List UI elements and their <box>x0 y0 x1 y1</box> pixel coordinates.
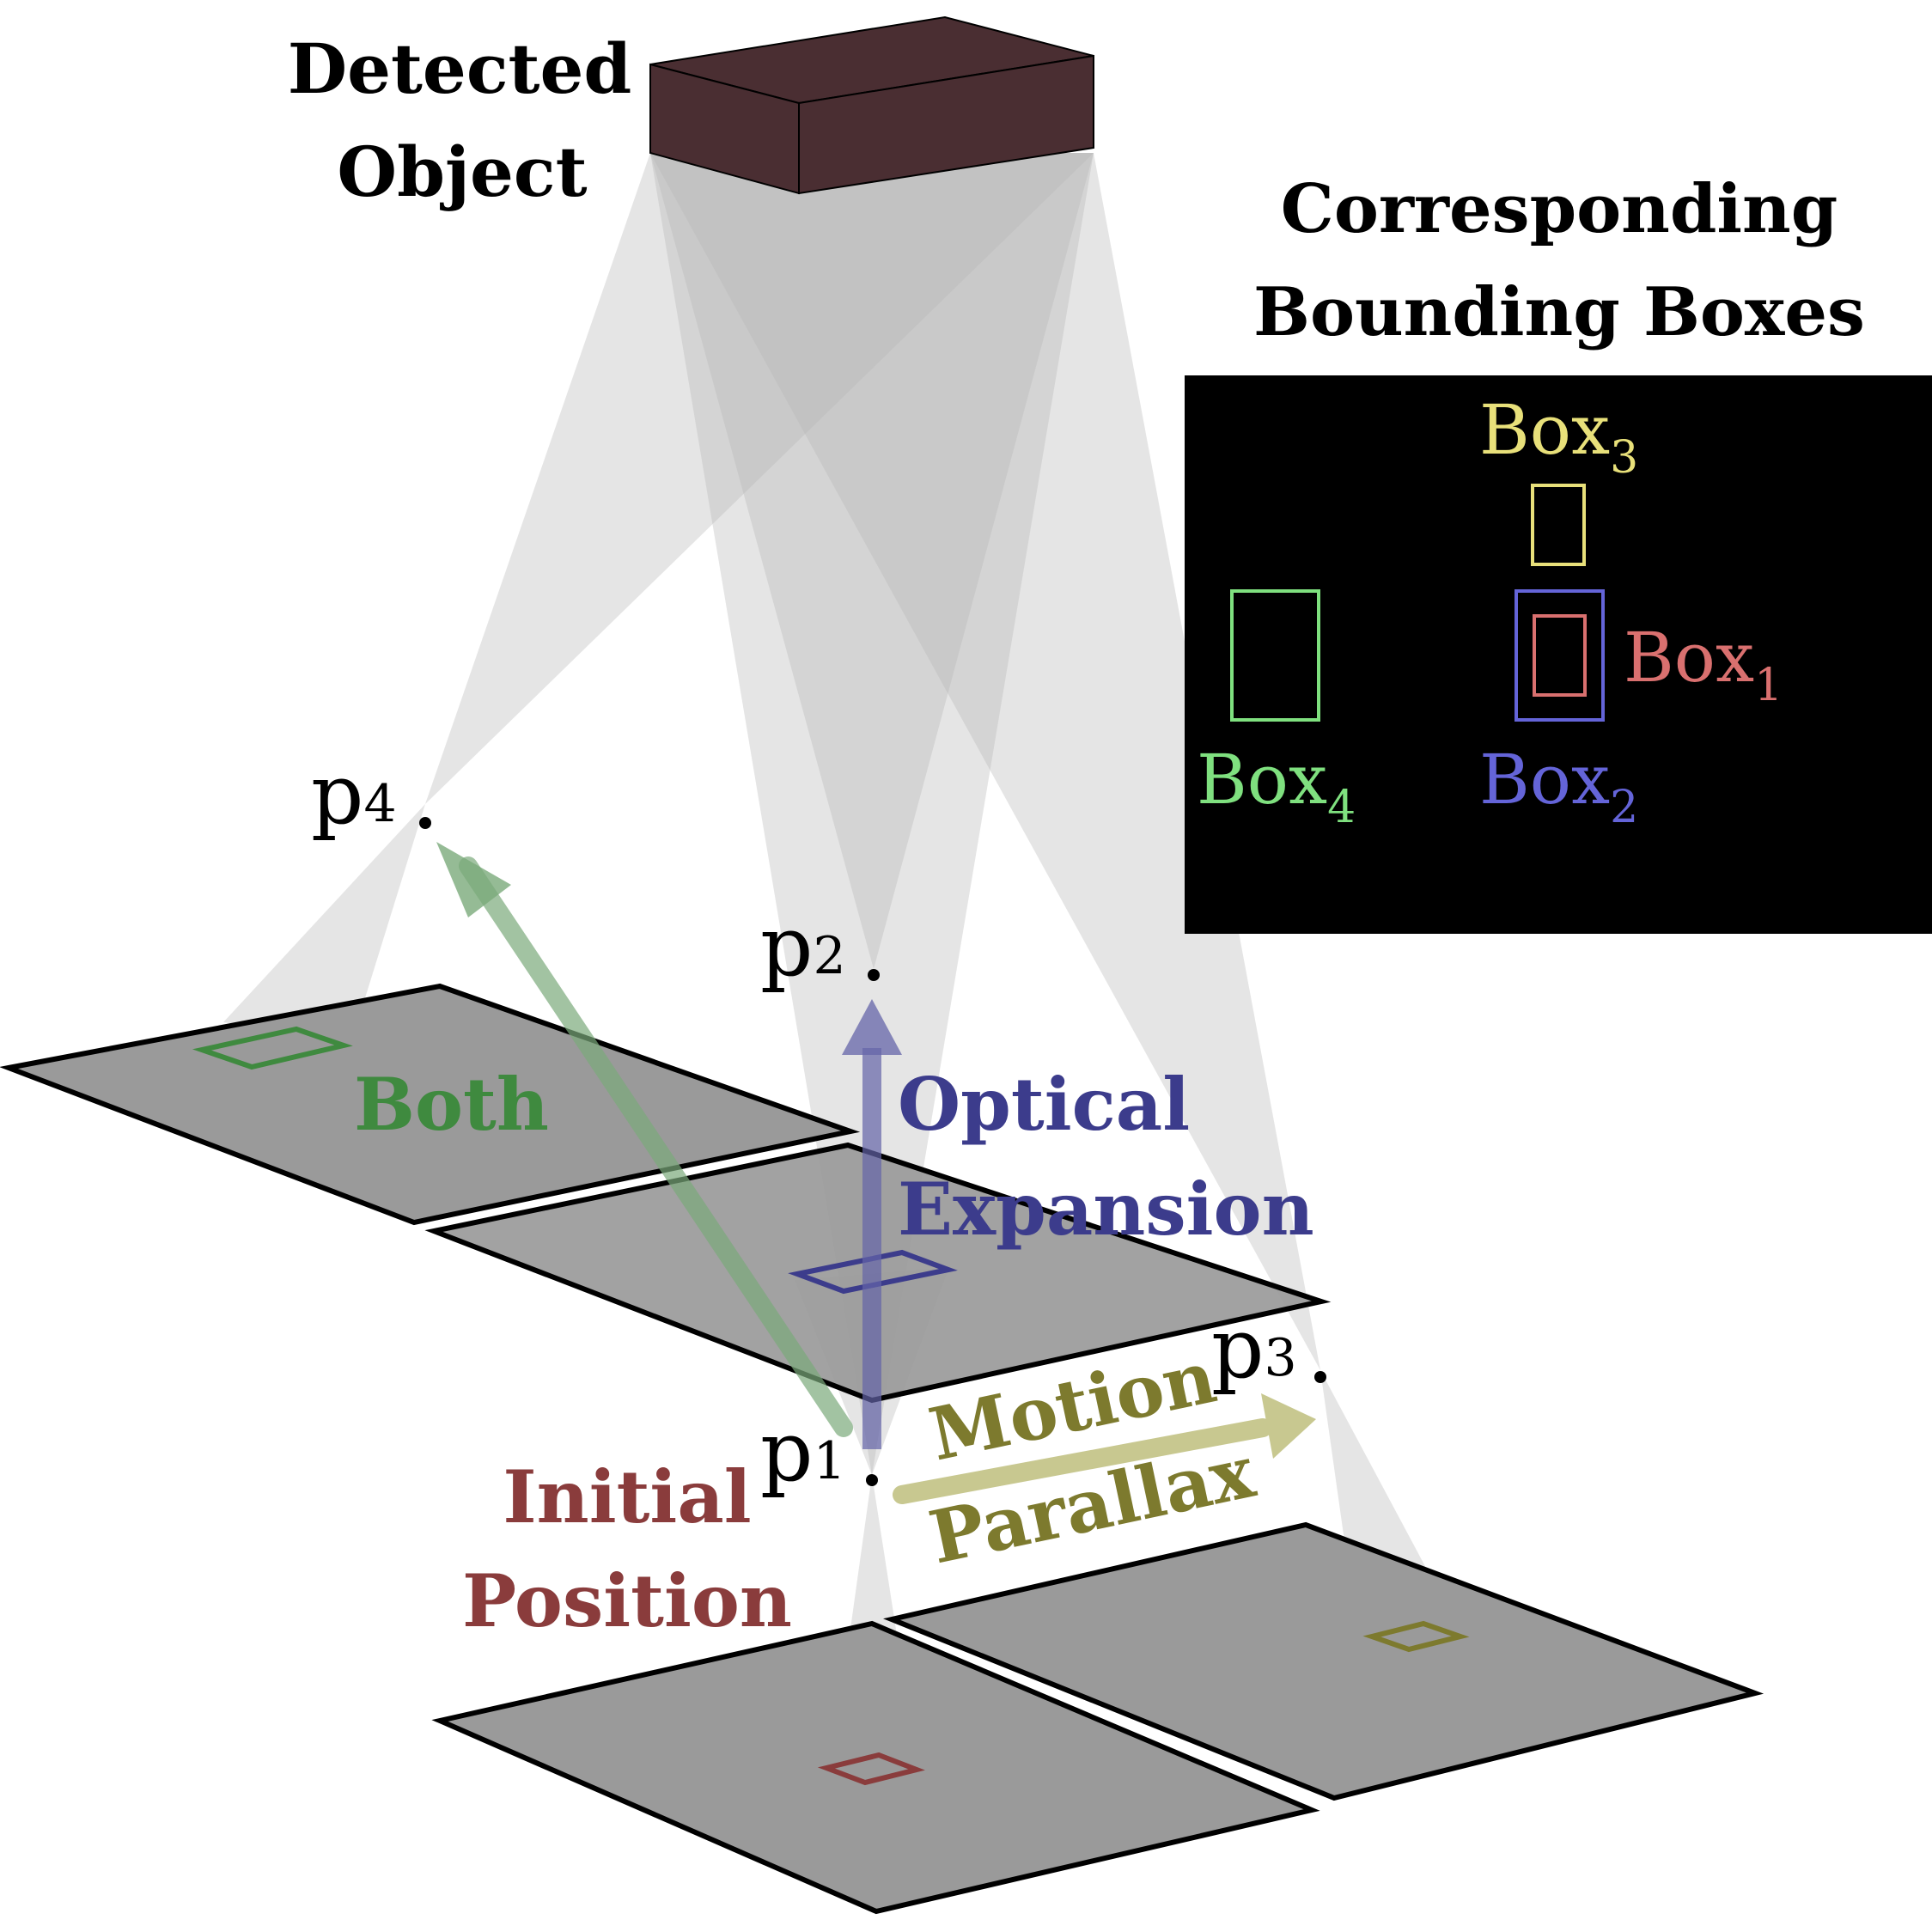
point-labels: p4 p2 p3 p1 <box>311 747 1297 1500</box>
detected-object-line1: Detected <box>288 28 632 109</box>
plane-box-4 <box>192 1026 353 1070</box>
legend-label-box3: Box3 <box>1479 390 1638 484</box>
image-plane-1 <box>431 1620 1320 1915</box>
motion-arrow-shaft <box>893 1418 1272 1504</box>
cone-object-to-p4 <box>425 153 1094 804</box>
both-label: Both <box>354 1062 549 1147</box>
object-right-face <box>798 54 1094 195</box>
plane-box-3 <box>1362 1620 1470 1653</box>
both-arrow-shaft <box>459 856 853 1437</box>
initial-label-line1: Initial <box>503 1454 751 1539</box>
plane-box-1 <box>817 1752 925 1786</box>
initial-label-line2: Position <box>462 1558 792 1643</box>
legend-title-line2: Bounding Boxes <box>1253 273 1865 351</box>
detected-object-line2: Object <box>337 131 587 212</box>
legend-title-line1: Corresponding <box>1281 170 1838 248</box>
legend-label-box4: Box4 <box>1197 740 1356 833</box>
point-markers <box>419 817 1326 1486</box>
p1-label: p1 <box>760 1404 846 1500</box>
p2-label: p2 <box>760 899 846 995</box>
legend-label-box1: Box1 <box>1624 618 1783 711</box>
p3-dot <box>1314 1371 1326 1383</box>
legend-box-3 <box>1531 484 1586 566</box>
detected-object-box <box>649 15 1094 195</box>
detected-object-title: Detected Object <box>288 28 632 212</box>
legend-title: Corresponding Bounding Boxes <box>1253 170 1865 351</box>
legend-panel: Box3 Box1 Box4 Box2 <box>1185 375 1932 934</box>
cone-object-to-p2 <box>650 153 1094 969</box>
p4-dot <box>419 817 431 829</box>
cone-object-to-p1 <box>650 153 1094 1475</box>
both-arrow-head <box>436 842 511 917</box>
optical-arrow-head <box>842 999 902 1055</box>
legend-box-2 <box>1515 589 1605 722</box>
image-plane-3 <box>883 1521 1764 1801</box>
optical-label-line2: Expansion <box>898 1167 1314 1252</box>
p3-label: p3 <box>1211 1301 1297 1397</box>
p1-dot <box>866 1474 878 1486</box>
motion-arrow-head <box>1261 1393 1316 1459</box>
p4-label: p4 <box>311 747 397 843</box>
arrows <box>436 842 1316 1504</box>
p2-dot <box>868 969 880 981</box>
cone-object-to-p3 <box>650 153 1320 1370</box>
legend-box-1 <box>1533 614 1587 697</box>
legend-box-4 <box>1230 589 1320 722</box>
optical-label-line1: Optical <box>898 1062 1190 1147</box>
cone-p4-to-plane <box>223 804 425 1039</box>
legend-background <box>1185 375 1932 934</box>
legend-label-box2: Box2 <box>1479 740 1638 833</box>
